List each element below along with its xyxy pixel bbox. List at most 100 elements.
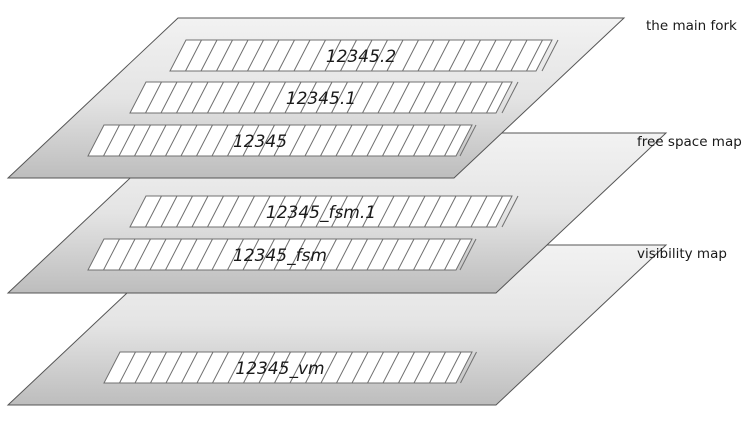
hatch-line (253, 81, 271, 114)
hatch-line (424, 81, 441, 114)
segment-label: 12345.2 (326, 47, 396, 67)
hatch-line (247, 39, 264, 72)
hatch-line (393, 81, 410, 114)
segment-hatching (145, 195, 519, 228)
hatch-line (176, 195, 193, 228)
segment-label: 12345_vm (235, 359, 324, 379)
hatch-line (335, 238, 353, 271)
hatch-line (351, 351, 369, 384)
hatch-line (222, 81, 240, 114)
segment-strip (129, 81, 513, 114)
hatch-line (459, 124, 477, 157)
hatch-line (495, 39, 512, 72)
hatch-line (258, 124, 275, 157)
segment-strip (129, 195, 513, 228)
hatch-line (216, 39, 233, 72)
hatch-line (331, 195, 348, 228)
hatch-line (408, 195, 426, 228)
hatch-line (324, 39, 342, 72)
hatch-line (336, 351, 353, 384)
hatch-line (258, 351, 276, 384)
hatch-line (397, 124, 415, 157)
segment-label: 12345 (233, 132, 287, 152)
hatch-line (180, 124, 198, 157)
segment-hatching (185, 39, 559, 72)
side-label-visibility-map: visibility map (637, 246, 727, 262)
hatch-line (371, 39, 388, 72)
hatch-line (397, 238, 415, 271)
hatch-line (366, 238, 384, 271)
hatch-line (207, 195, 224, 228)
file-segment-12345-2: 12345.2 (169, 39, 559, 72)
hatch-line (402, 39, 419, 72)
hatch-line (262, 39, 280, 72)
segment-hatching (103, 124, 477, 157)
hatch-line (382, 124, 399, 157)
hatch-line (227, 238, 244, 271)
hatch-line (165, 238, 182, 271)
hatch-line (191, 81, 209, 114)
hatch-line (439, 81, 457, 114)
hatch-line (340, 39, 357, 72)
hatch-line (258, 238, 275, 271)
hatch-line (227, 351, 245, 384)
hatch-line (460, 351, 477, 384)
hatch-line (429, 351, 446, 384)
hatch-line (176, 81, 193, 114)
segment-hatching (119, 351, 477, 384)
hatch-line (284, 195, 302, 228)
hatch-line (382, 351, 400, 384)
segment-strip (87, 238, 473, 271)
hatch-line (510, 39, 528, 72)
side-label-free-space-map: free space map (637, 134, 742, 150)
hatch-line (377, 195, 395, 228)
hatch-line (355, 39, 373, 72)
hatch-line (444, 238, 461, 271)
layer-main-fork: 12345.2 12345.1 12345 (6, 17, 626, 179)
hatch-line (501, 195, 519, 228)
hatch-line (470, 195, 488, 228)
segment-label: 12345.1 (286, 89, 356, 109)
hatch-line (367, 351, 384, 384)
hatch-line (459, 238, 477, 271)
hatch-line (289, 351, 307, 384)
hatch-line (273, 124, 291, 157)
hatch-line (293, 39, 311, 72)
hatch-line (145, 195, 162, 228)
hatch-line (134, 238, 151, 271)
hatch-line (196, 351, 214, 384)
side-label-main-fork: the main fork (646, 18, 737, 34)
hatch-line (366, 124, 384, 157)
file-segment-12345-1: 12345.1 (129, 81, 519, 114)
hatch-line (464, 39, 481, 72)
segment-label: 12345_fsm (233, 246, 327, 266)
hatch-line (118, 238, 136, 271)
hatch-line (309, 39, 326, 72)
hatch-line (200, 39, 218, 72)
hatch-line (424, 195, 441, 228)
hatch-line (274, 351, 291, 384)
hatch-line (362, 81, 379, 114)
hatch-line (160, 81, 178, 114)
hatch-line (335, 124, 353, 157)
hatch-line (165, 351, 183, 384)
hatch-line (134, 124, 151, 157)
hatch-line (149, 124, 167, 157)
hatch-line (103, 124, 120, 157)
segment-strip (87, 124, 473, 157)
hatch-line (119, 351, 136, 384)
hatch-line (211, 124, 229, 157)
hatch-line (269, 195, 286, 228)
hatch-line (455, 81, 472, 114)
hatch-line (408, 81, 426, 114)
hatch-line (185, 39, 202, 72)
hatch-line (160, 195, 178, 228)
file-segment-12345: 12345 (87, 124, 477, 157)
hatch-line (149, 238, 167, 271)
segment-hatching (145, 81, 519, 114)
hatch-line (231, 39, 249, 72)
hatch-line (103, 238, 120, 271)
hatch-line (428, 238, 446, 271)
hatch-line (238, 81, 255, 114)
